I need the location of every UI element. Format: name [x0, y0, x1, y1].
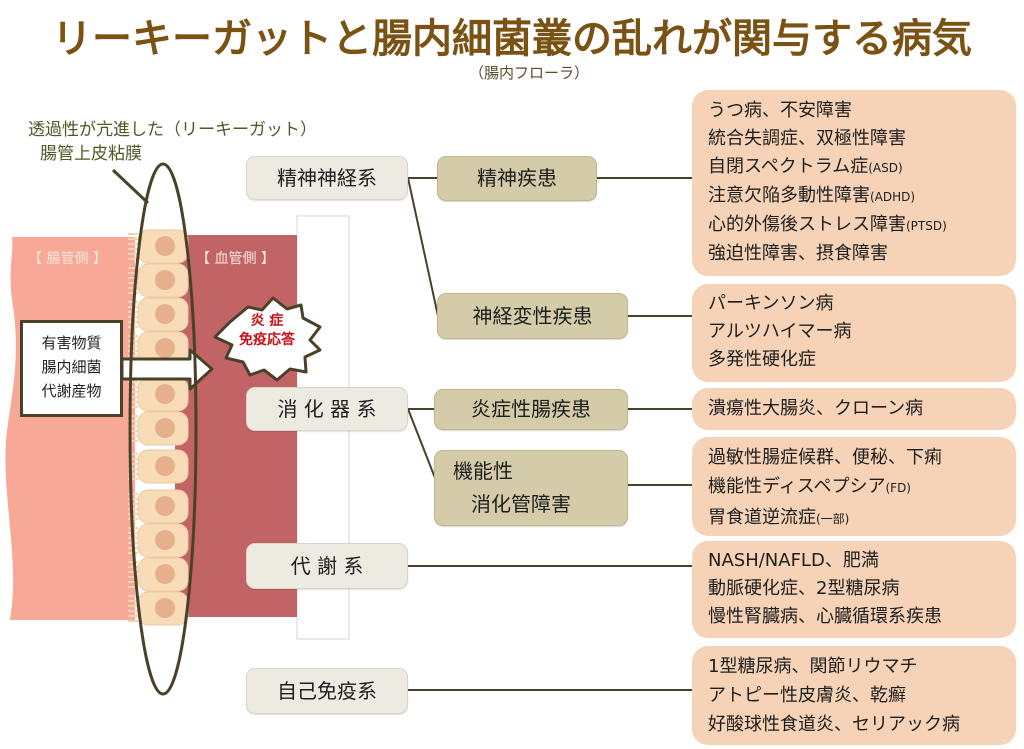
disease-item: 心的外傷後ストレス障害(PTSD): [708, 214, 947, 235]
disease-box-ibd: 潰瘍性大腸炎、クローン病: [692, 388, 1016, 430]
disease-item: 自閉スペクトラム症(ASD): [708, 156, 903, 177]
cell-nucleus: [155, 270, 175, 290]
cell-nucleus: [155, 236, 175, 256]
leaky-gut-ellipse: [128, 162, 198, 696]
cell-nucleus: [155, 530, 175, 550]
disease-box-neurodegenerative: パーキンソン病 アルツハイマー病 多発性硬化症: [692, 284, 1016, 382]
disease-item: アトピー性皮膚炎、乾癬: [708, 685, 906, 706]
disease-item: 慢性腎臓病、心臓循環系疾患: [708, 606, 942, 627]
cell-nucleus: [155, 598, 175, 618]
system-box-digestive: 消 化 器 系: [246, 387, 408, 431]
disease-item: 動脈硬化症、2型糖尿病: [708, 578, 900, 599]
caption-line-1: 透過性が亢進した（リーキーガット）: [28, 120, 317, 140]
category-box-psychiatric: 精神疾患: [437, 156, 597, 201]
harmful-inputs-box: 有害物質 腸内細菌 代謝産物: [20, 320, 123, 417]
epithelial-cells: [128, 229, 189, 626]
disease-item: 注意欠陥多動性障害(ADHD): [708, 185, 916, 206]
gut-side-label: 【 腸管側 】: [28, 251, 107, 267]
page-title: リーキーガットと腸内細菌叢の乱れが関与する病気: [52, 16, 972, 62]
system-box-metabolic: 代 謝 系: [246, 543, 408, 589]
cell-nucleus: [155, 338, 175, 358]
caption-pointer-line: [111, 168, 150, 205]
disease-item: アルツハイマー病: [708, 321, 852, 342]
category-line-2: 消化管障害: [471, 492, 571, 516]
disease-box-functional-gi: 過敏性腸症候群、便秘、下痢 機能性ディスペプシア(FD) 胃食道逆流症(一部): [692, 437, 1016, 536]
input-arrow: [120, 348, 214, 391]
disease-box-autoimmune: 1型糖尿病、関節リウマチ アトピー性皮膚炎、乾癬 好酸球性食道炎、セリアック病: [692, 646, 1016, 745]
inflammation-burst-shape: [213, 296, 322, 382]
category-box-functional-gi: 機能性 消化管障害: [434, 450, 628, 526]
caption-line-2: 腸管上皮粘膜: [40, 144, 142, 164]
system-box-autoimmune: 自己免疫系: [246, 668, 408, 714]
cell-nucleus: [155, 496, 175, 516]
disease-item: 1型糖尿病、関節リウマチ: [708, 656, 918, 677]
disease-item: 強迫性障害、摂食障害: [708, 243, 888, 264]
connector-line: [407, 408, 438, 484]
cell-nucleus: [155, 564, 175, 584]
cell-nucleus: [155, 384, 175, 404]
cell-nucleus: [155, 456, 175, 476]
page-subtitle: （腸内フローラ）: [468, 64, 589, 82]
disease-box-metabolic: NASH/NAFLD、肥満 動脈硬化症、2型糖尿病 慢性腎臓病、心臓循環系疾患: [692, 541, 1016, 638]
category-box-ibd: 炎症性腸疾患: [434, 389, 628, 430]
input-item: 代謝産物: [41, 382, 102, 400]
inflammation-label-line-2: 免疫応答: [239, 332, 295, 348]
category-box-neurodegenerative: 神経変性疾患: [437, 293, 628, 339]
disease-item: うつ病、不安障害: [708, 100, 852, 121]
disease-item: 機能性ディスペプシア(FD): [708, 476, 911, 497]
system-box-neuropsychiatric: 精神神経系: [246, 156, 408, 200]
input-item: 腸内細菌: [41, 358, 102, 376]
connector-line: [407, 177, 439, 317]
blood-side-label: 【 血管側 】: [196, 251, 275, 267]
disease-item: 胃食道逆流症(一部): [708, 507, 850, 528]
disease-item: 好酸球性食道炎、セリアック病: [708, 714, 960, 735]
disease-item: 統合失調症、双極性障害: [708, 128, 906, 149]
cell-nucleus: [155, 418, 175, 438]
disease-item: パーキンソン病: [708, 293, 834, 314]
disease-item: 多発性硬化症: [708, 349, 816, 370]
gut-side-region: [5, 237, 135, 620]
disease-item: NASH/NAFLD、肥満: [708, 550, 879, 571]
inflammation-label: 炎 症 免疫応答: [222, 312, 312, 350]
input-item: 有害物質: [41, 334, 102, 352]
cell-nucleus: [155, 304, 175, 324]
category-line-1: 機能性: [453, 459, 513, 483]
disease-item: 潰瘍性大腸炎、クローン病: [708, 398, 924, 419]
disease-item: 過敏性腸症候群、便秘、下痢: [708, 447, 942, 468]
disease-box-psychiatric: うつ病、不安障害 統合失調症、双極性障害 自閉スペクトラム症(ASD) 注意欠陥…: [692, 90, 1016, 276]
epithelium-caption: 透過性が亢進した（リーキーガット） 腸管上皮粘膜: [28, 118, 317, 166]
inflammation-label-line-1: 炎 症: [250, 313, 284, 329]
